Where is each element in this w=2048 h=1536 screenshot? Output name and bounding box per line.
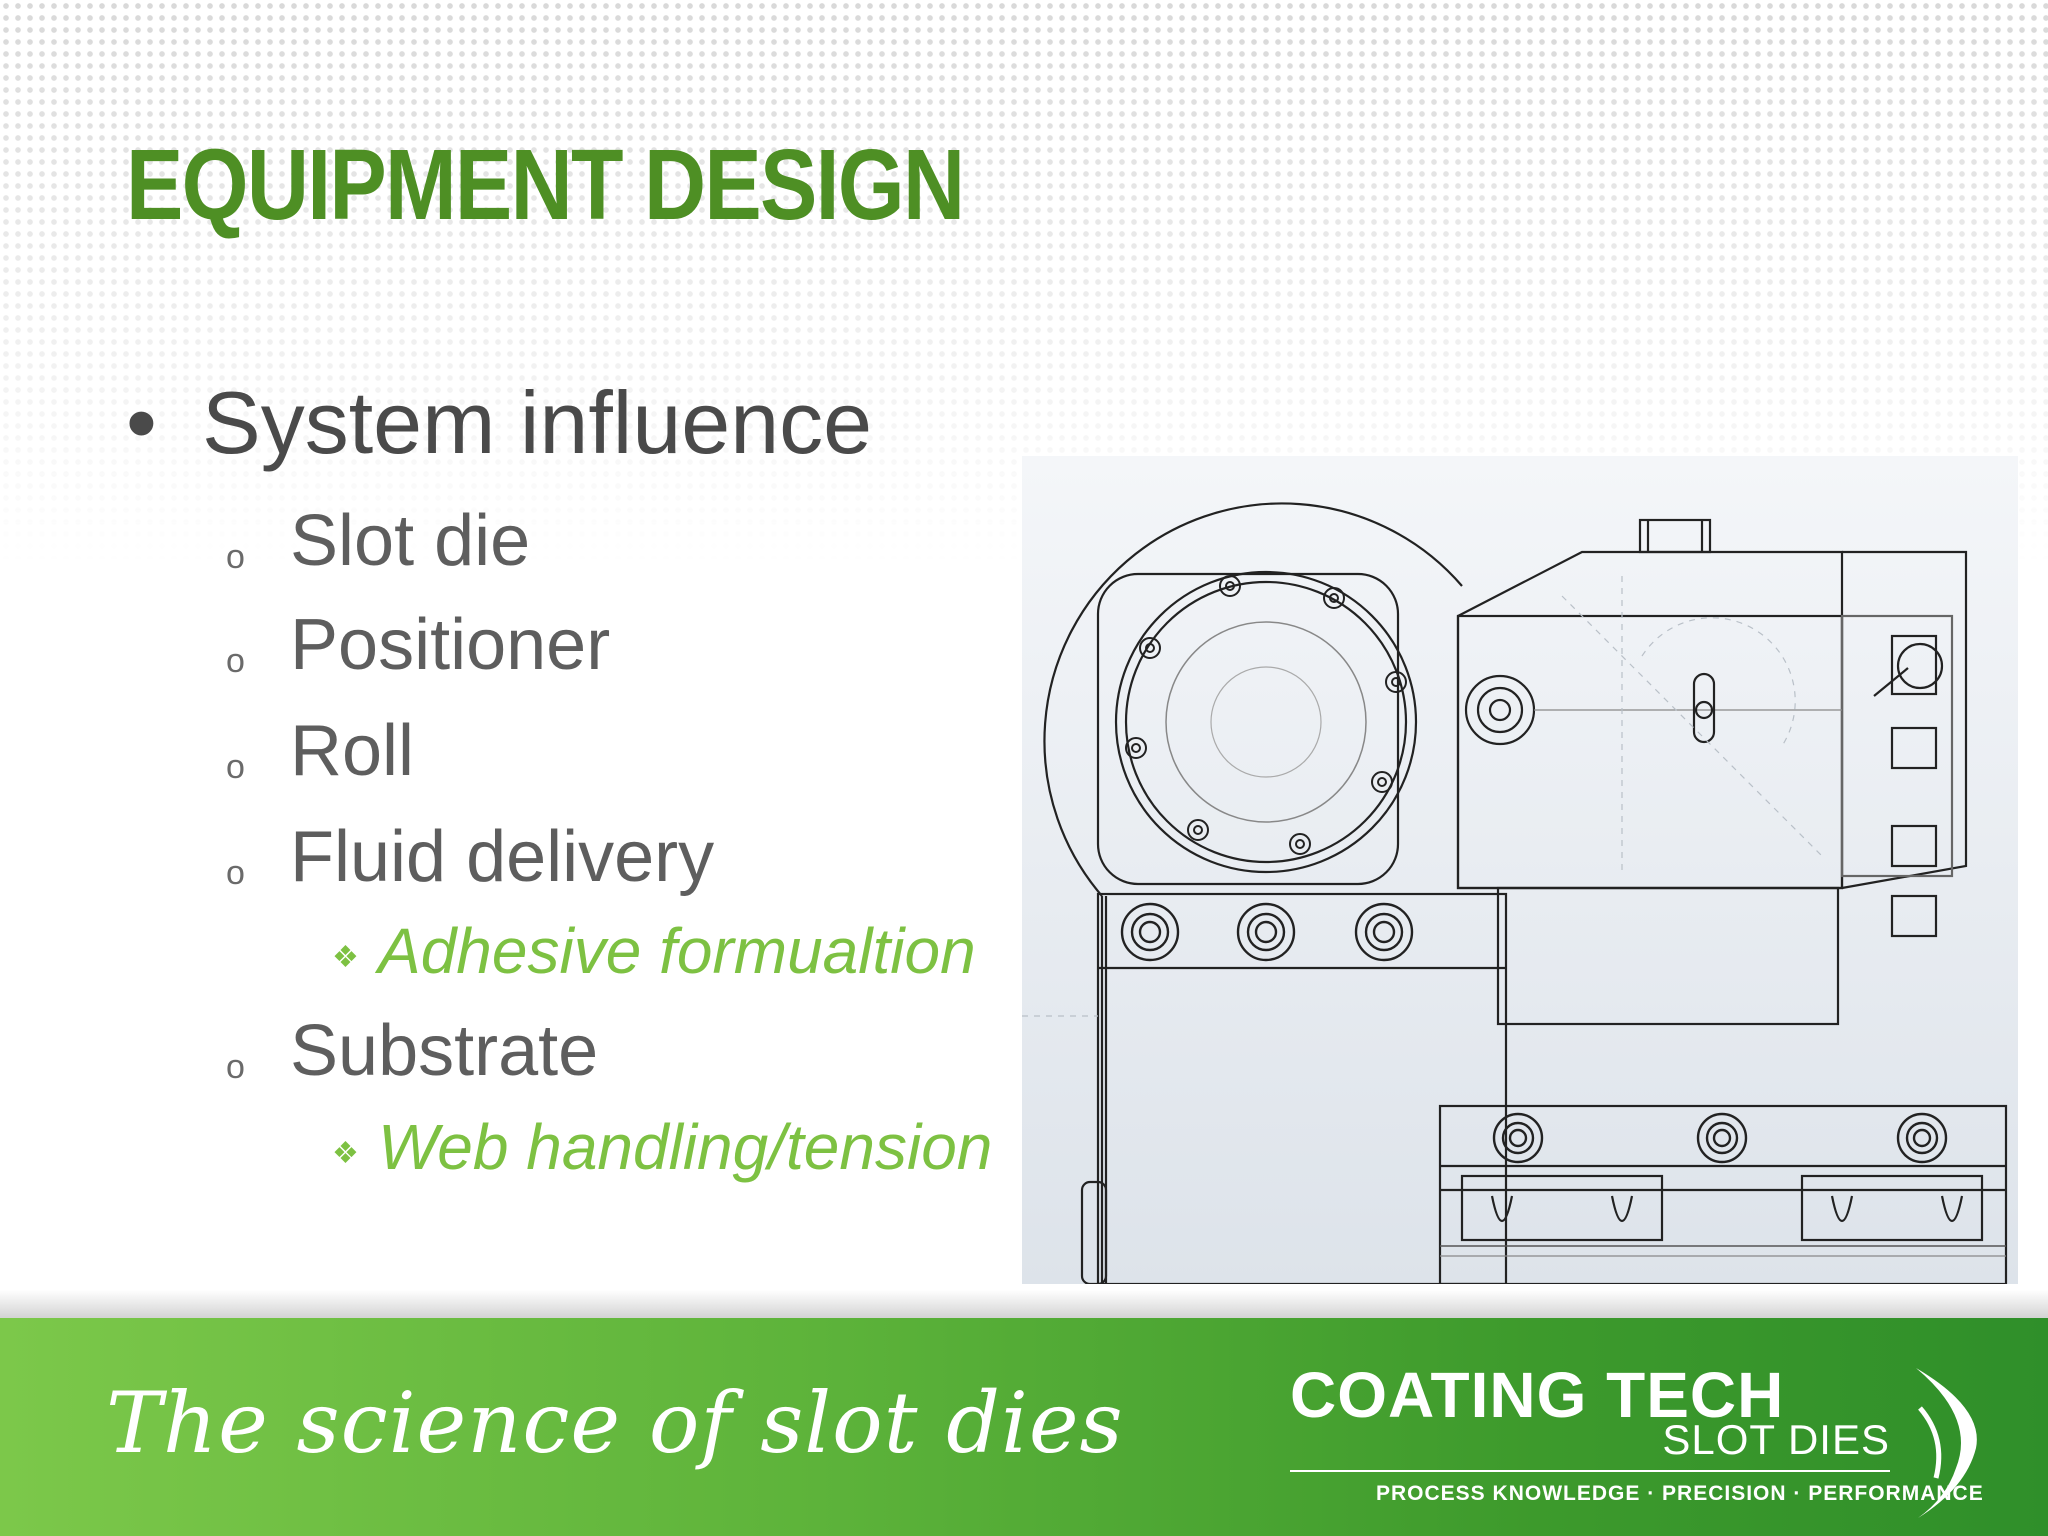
bullet-marker: • — [126, 373, 157, 472]
logo-sub: SLOT DIES — [1662, 1416, 1890, 1463]
bullet-system-influence: • System influence — [126, 372, 872, 474]
sub-bullet-marker: o — [226, 748, 245, 786]
logo-divider — [1290, 1470, 1890, 1472]
diamond-bullet-icon: ❖ — [332, 941, 359, 974]
logo-name: COATING TECH — [1290, 1359, 1785, 1431]
sub-bullet-marker: o — [226, 1048, 245, 1086]
sub-bullet-text: Positioner — [290, 605, 611, 685]
sub-bullet-marker: o — [226, 538, 245, 576]
sub-bullet-text: Substrate — [290, 1011, 599, 1091]
sub-sub-bullet-text: Adhesive formualtion — [378, 915, 976, 987]
logo-motto: PROCESS KNOWLEDGE · PRECISION · PERFORMA… — [1376, 1482, 1984, 1505]
diamond-bullet-icon: ❖ — [332, 1137, 359, 1170]
sub-bullet-marker: o — [226, 854, 245, 892]
footer-banner: The science of slot dies COATING TECH SL… — [0, 1318, 2048, 1536]
sub-bullet-text: Roll — [290, 711, 415, 791]
company-logo: COATING TECH SLOT DIES PROCESS KNOWLEDGE… — [1290, 1358, 1990, 1528]
slide-title: EQUIPMENT DESIGN — [126, 129, 965, 241]
slot-die-technical-drawing — [1022, 456, 2018, 1284]
sub-sub-bullet-text: Web handling/tension — [378, 1111, 993, 1183]
footer-shadow — [0, 1290, 2048, 1320]
sub-bullet-text: Slot die — [290, 501, 531, 581]
sub-bullet-marker: o — [226, 642, 245, 680]
footer-tagline: The science of slot dies — [106, 1374, 1124, 1472]
bullet-text: System influence — [202, 373, 873, 472]
sub-bullet-text: Fluid delivery — [290, 817, 715, 897]
logo-swoosh-icon — [1916, 1368, 1977, 1518]
